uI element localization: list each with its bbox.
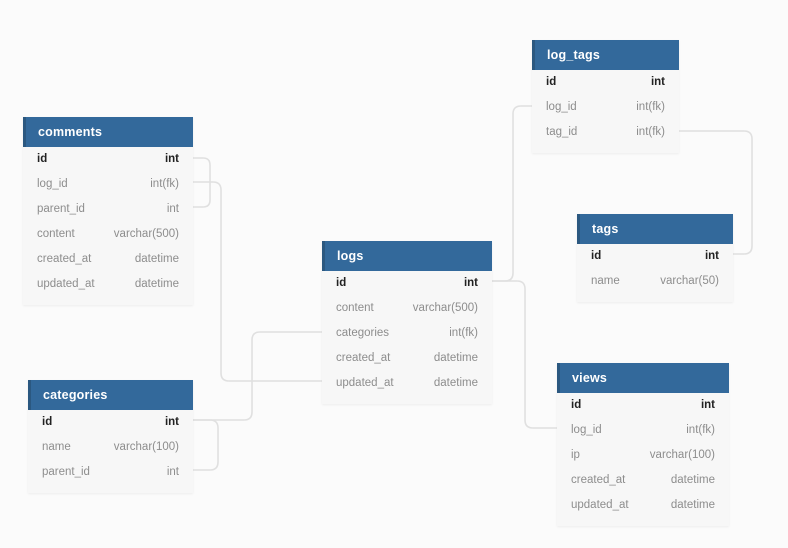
field-type: int(fk) [636,101,665,113]
entity-fields-comments: id int log_id int(fk) parent_id int content var… [23,147,193,305]
field-type: datetime [670,499,715,511]
entity-fields-log_tags: id int log_id int(fk) tag_id int(fk) [532,70,679,153]
relationship-link [192,181,323,382]
field-type: datetime [670,474,715,486]
field-row[interactable]: log_id int(fk) [23,172,193,197]
field-name: id [42,416,53,428]
field-row[interactable]: updated_at datetime [322,371,492,396]
entity-title-views: views [557,363,729,393]
field-name: name [42,441,71,453]
entity-fields-views: id int log_id int(fk) ip varchar(100) created_… [557,393,729,526]
field-row[interactable]: parent_id int [28,460,193,485]
field-type: int [166,203,179,215]
field-type: int [166,466,179,478]
field-row[interactable]: updated_at datetime [23,272,193,297]
field-name: log_id [571,424,602,436]
field-row[interactable]: ip varchar(100) [557,443,729,468]
field-row[interactable]: id int [532,70,679,95]
field-name: id [546,76,557,88]
relationship-link [192,157,211,208]
field-type: int [650,76,665,88]
entity-title-tags: tags [577,214,733,244]
entity-title-comments: comments [23,117,193,147]
field-row[interactable]: id int [557,393,729,418]
field-type: int(fk) [636,126,665,138]
field-row[interactable]: content varchar(500) [23,222,193,247]
field-name: updated_at [37,278,95,290]
field-row[interactable]: log_id int(fk) [532,95,679,120]
entity-table-categories[interactable]: categories id int name varchar(100) parent_id… [28,380,193,493]
field-name: id [336,277,347,289]
field-row[interactable]: parent_id int [23,197,193,222]
field-row[interactable]: id int [23,147,193,172]
field-type: varchar(100) [113,441,179,453]
field-type: varchar(50) [660,275,719,287]
entity-title-log_tags: log_tags [532,40,679,70]
field-type: int(fk) [686,424,715,436]
relationship-link [491,280,558,429]
field-type: int(fk) [449,327,478,339]
field-name: tag_id [546,126,578,138]
field-type: int(fk) [150,178,179,190]
field-row[interactable]: categories int(fk) [322,321,492,346]
field-row[interactable]: id int [577,244,733,269]
field-name: log_id [546,101,577,113]
field-name: created_at [336,352,391,364]
field-type: int [463,277,478,289]
field-type: datetime [134,278,179,290]
field-type: varchar(500) [113,228,179,240]
field-row[interactable]: name varchar(50) [577,269,733,294]
entity-title-categories: categories [28,380,193,410]
field-type: int [164,416,179,428]
field-row[interactable]: id int [28,410,193,435]
field-type: int [164,153,179,165]
field-name: parent_id [42,466,90,478]
field-name: parent_id [37,203,85,215]
relationship-link [192,419,219,471]
entity-table-tags[interactable]: tags id int name varchar(50) [577,214,733,302]
entity-table-views[interactable]: views id int log_id int(fk) ip varchar(100) cre… [557,363,729,526]
field-name: created_at [571,474,626,486]
field-name: created_at [37,253,92,265]
field-type: varchar(500) [412,302,478,314]
field-name: name [591,275,620,287]
entity-fields-tags: id int name varchar(50) [577,244,733,302]
field-row[interactable]: log_id int(fk) [557,418,729,443]
field-name: id [37,153,48,165]
field-name: content [37,228,75,240]
entity-title-logs: logs [322,241,492,271]
field-name: id [591,250,602,262]
entity-table-logs[interactable]: logs id int content varchar(500) categories in… [322,241,492,404]
entity-table-comments[interactable]: comments id int log_id int(fk) parent_id int co… [23,117,193,305]
relationship-link [192,331,323,421]
field-name: categories [336,327,390,339]
field-row[interactable]: updated_at datetime [557,493,729,518]
field-name: id [571,399,582,411]
relationship-link [491,105,533,282]
field-row[interactable]: content varchar(500) [322,296,492,321]
field-type: datetime [433,377,478,389]
entity-fields-categories: id int name varchar(100) parent_id int [28,410,193,493]
field-row[interactable]: created_at datetime [23,247,193,272]
field-name: log_id [37,178,68,190]
field-type: datetime [433,352,478,364]
entity-fields-logs: id int content varchar(500) categories int(fk… [322,271,492,404]
field-name: ip [571,449,580,461]
field-type: int [704,250,719,262]
field-row[interactable]: created_at datetime [557,468,729,493]
field-name: content [336,302,374,314]
field-name: updated_at [571,499,629,511]
field-type: int [700,399,715,411]
field-row[interactable]: id int [322,271,492,296]
field-name: updated_at [336,377,394,389]
field-row[interactable]: name varchar(100) [28,435,193,460]
field-type: varchar(100) [649,449,715,461]
field-type: datetime [134,253,179,265]
field-row[interactable]: created_at datetime [322,346,492,371]
field-row[interactable]: tag_id int(fk) [532,120,679,145]
